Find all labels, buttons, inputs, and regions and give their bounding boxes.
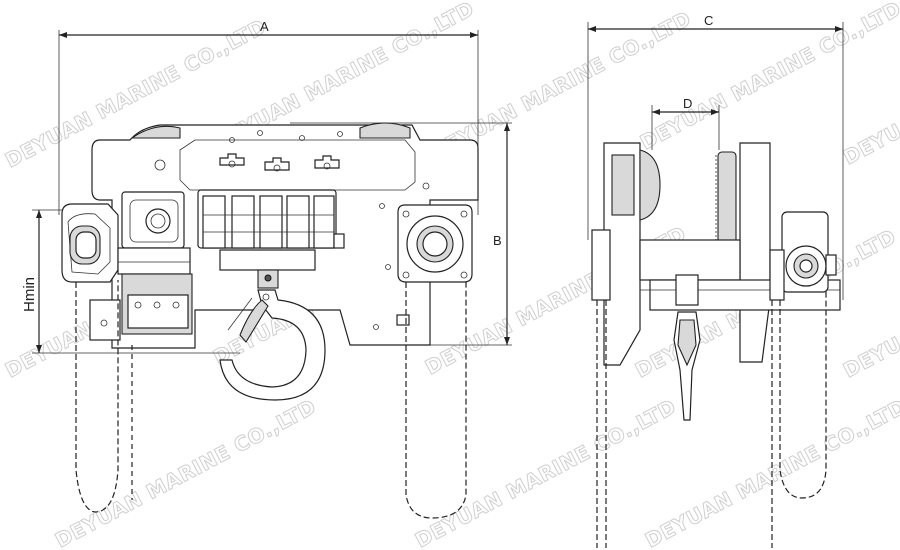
side-hook bbox=[673, 274, 701, 421]
front-view: A B Hmin bbox=[21, 19, 512, 519]
side-axle bbox=[639, 239, 741, 281]
side-right-plate bbox=[739, 142, 771, 363]
side-chain-left bbox=[596, 300, 607, 548]
gearbox bbox=[89, 191, 193, 341]
gear-wheel bbox=[715, 151, 737, 249]
hand-chain-right bbox=[405, 282, 467, 519]
dimension-b-label: B bbox=[493, 233, 502, 248]
watermark-text: DEYUAN MARINE CO.,LTD bbox=[411, 394, 680, 550]
dimension-d: D bbox=[651, 96, 720, 150]
dimension-hmin-label: Hmin bbox=[21, 277, 38, 312]
dimension-a-label: A bbox=[260, 19, 269, 34]
side-handwheel bbox=[769, 211, 837, 301]
hand-chain-left bbox=[75, 280, 133, 513]
dimension-c: C bbox=[587, 13, 844, 300]
side-view: C D bbox=[587, 13, 844, 548]
hook bbox=[219, 289, 326, 401]
watermark-text: DEYUAN MARINE CO.,LTD bbox=[641, 394, 900, 550]
left-handwheel-housing bbox=[61, 203, 119, 283]
right-handwheel bbox=[396, 204, 473, 326]
watermark-text: DEYUAN MARINE CO.,LTD bbox=[51, 394, 320, 550]
bracket-row bbox=[219, 153, 340, 172]
side-chain-right bbox=[771, 290, 827, 548]
dimension-d-label: D bbox=[683, 96, 692, 111]
load-sheave-block bbox=[197, 189, 345, 289]
dimension-c-label: C bbox=[704, 13, 713, 28]
